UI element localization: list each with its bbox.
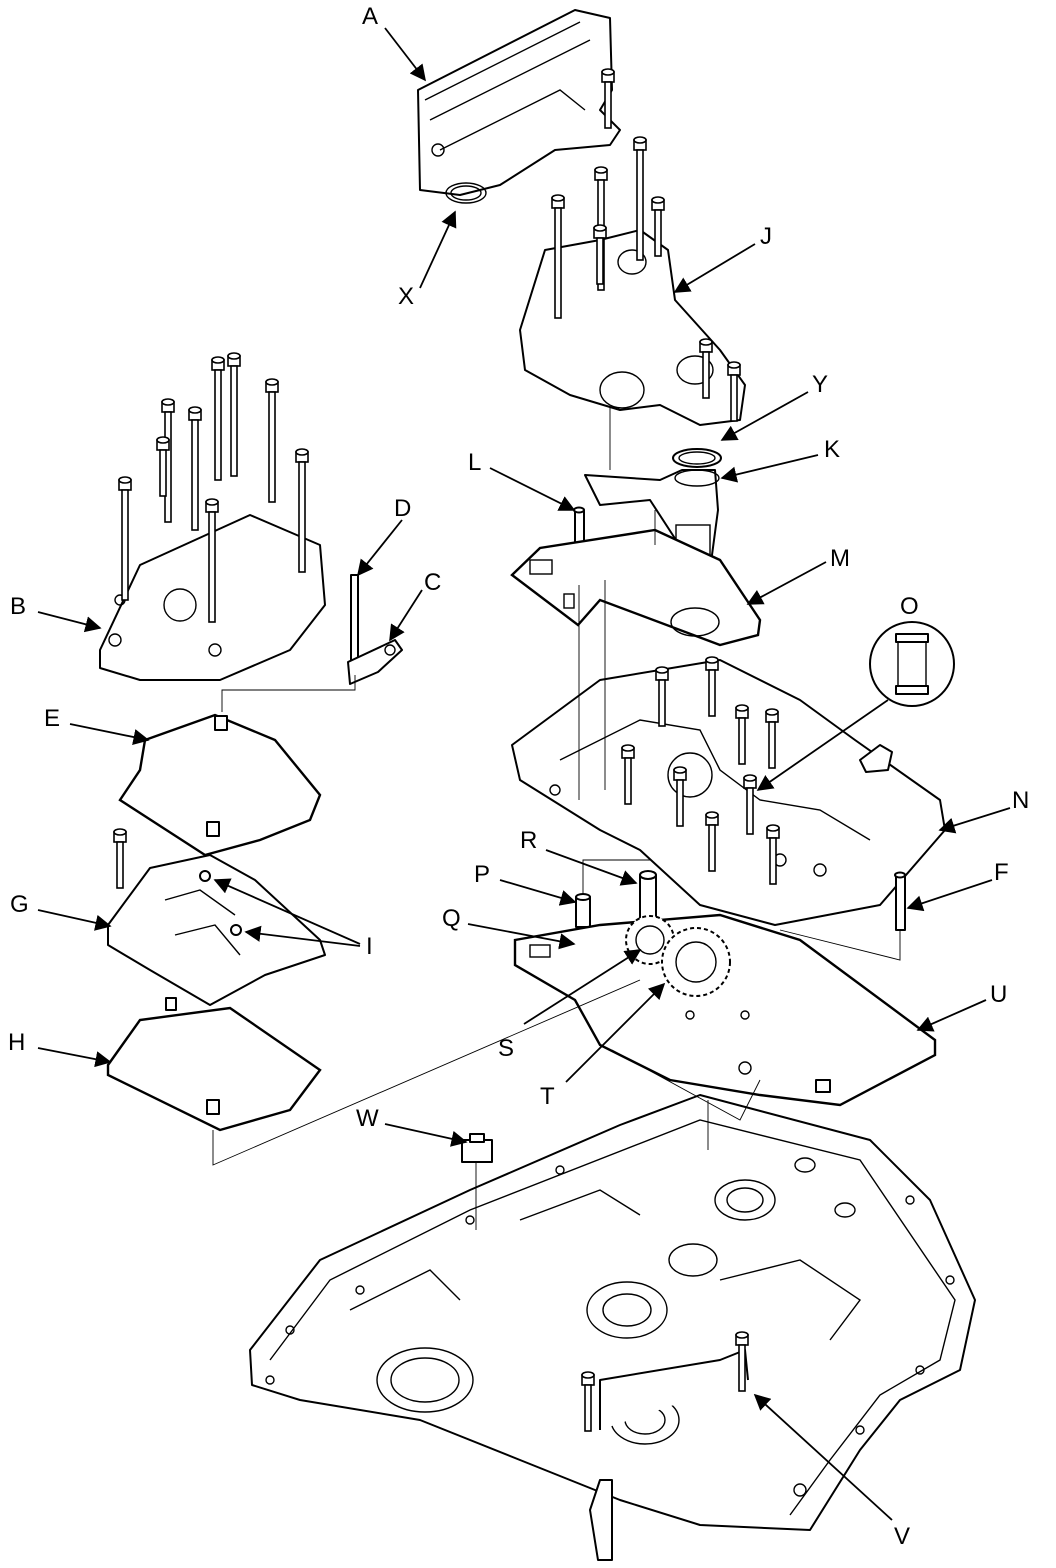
part-j-valve-body — [519, 136, 746, 426]
part-f-dowel — [894, 871, 906, 931]
callout-u: U — [990, 981, 1007, 1008]
callout-j: J — [760, 223, 772, 250]
callout-g: G — [10, 891, 29, 918]
part-b-valve-body — [99, 352, 326, 681]
callout-i: I — [366, 933, 373, 960]
callout-w: W — [356, 1105, 379, 1132]
callout-labels: A X J Y K L M O N F D C B E G I H R P Q … — [8, 3, 1029, 1550]
part-d-rod — [350, 574, 359, 661]
callout-e: E — [44, 705, 60, 732]
part-e-gasket — [118, 713, 322, 857]
callout-b: B — [10, 593, 26, 620]
part-y-ring — [672, 448, 722, 468]
callout-v: V — [894, 1523, 910, 1550]
callout-m: M — [830, 545, 850, 572]
callout-x: X — [398, 283, 414, 310]
callout-k: K — [824, 436, 840, 463]
part-t-gear — [661, 927, 731, 997]
callout-t: T — [540, 1083, 555, 1110]
part-g-valve-body — [107, 828, 326, 1006]
part-m-separator-plate — [510, 528, 762, 647]
callout-s: S — [498, 1035, 514, 1062]
callout-n: N — [1012, 787, 1029, 814]
callout-y: Y — [812, 371, 828, 398]
callout-p: P — [474, 861, 490, 888]
part-w-sensor — [461, 1133, 493, 1163]
part-c-bracket — [347, 639, 403, 685]
callout-r: R — [520, 827, 537, 854]
part-n-main-valve-body — [511, 656, 946, 926]
part-u-plate — [513, 913, 937, 1107]
part-p-plug — [575, 893, 591, 928]
callout-l: L — [468, 449, 481, 476]
part-a-cover — [417, 9, 621, 204]
callout-a: A — [362, 3, 378, 30]
callout-h: H — [8, 1029, 25, 1056]
detail-o-filter — [869, 621, 955, 707]
callout-o: O — [900, 593, 919, 620]
callout-d: D — [394, 495, 411, 522]
callout-q: Q — [442, 905, 461, 932]
assembly-guide-lines — [212, 408, 901, 1230]
callout-leaders — [37, 27, 1011, 1521]
callout-c: C — [424, 569, 441, 596]
part-h-gasket — [106, 997, 322, 1132]
transmission-housing — [249, 1094, 976, 1561]
callout-f: F — [994, 859, 1009, 886]
